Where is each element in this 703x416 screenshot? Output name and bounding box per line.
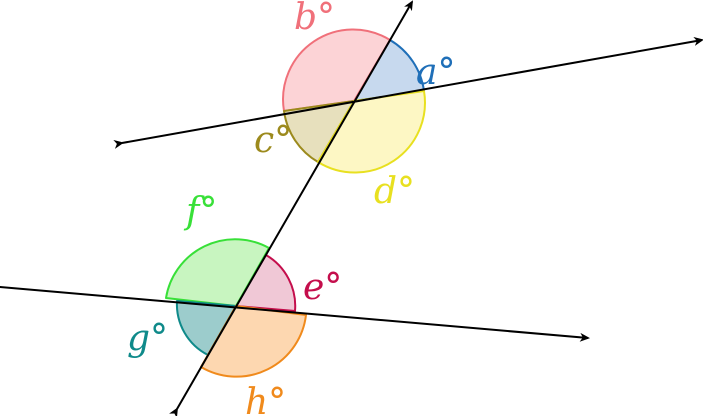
angle-label-f: f° xyxy=(183,191,217,232)
angle-label-c: c° xyxy=(254,120,292,161)
angle-label-e: e° xyxy=(303,267,342,308)
angle-label-h: h° xyxy=(245,382,286,416)
angle-label-b: b° xyxy=(294,0,335,38)
angle-label-a: a° xyxy=(416,52,455,93)
angle-label-d: d° xyxy=(374,171,415,212)
transversal-line xyxy=(169,0,414,416)
angle-label-g: g° xyxy=(127,318,168,359)
